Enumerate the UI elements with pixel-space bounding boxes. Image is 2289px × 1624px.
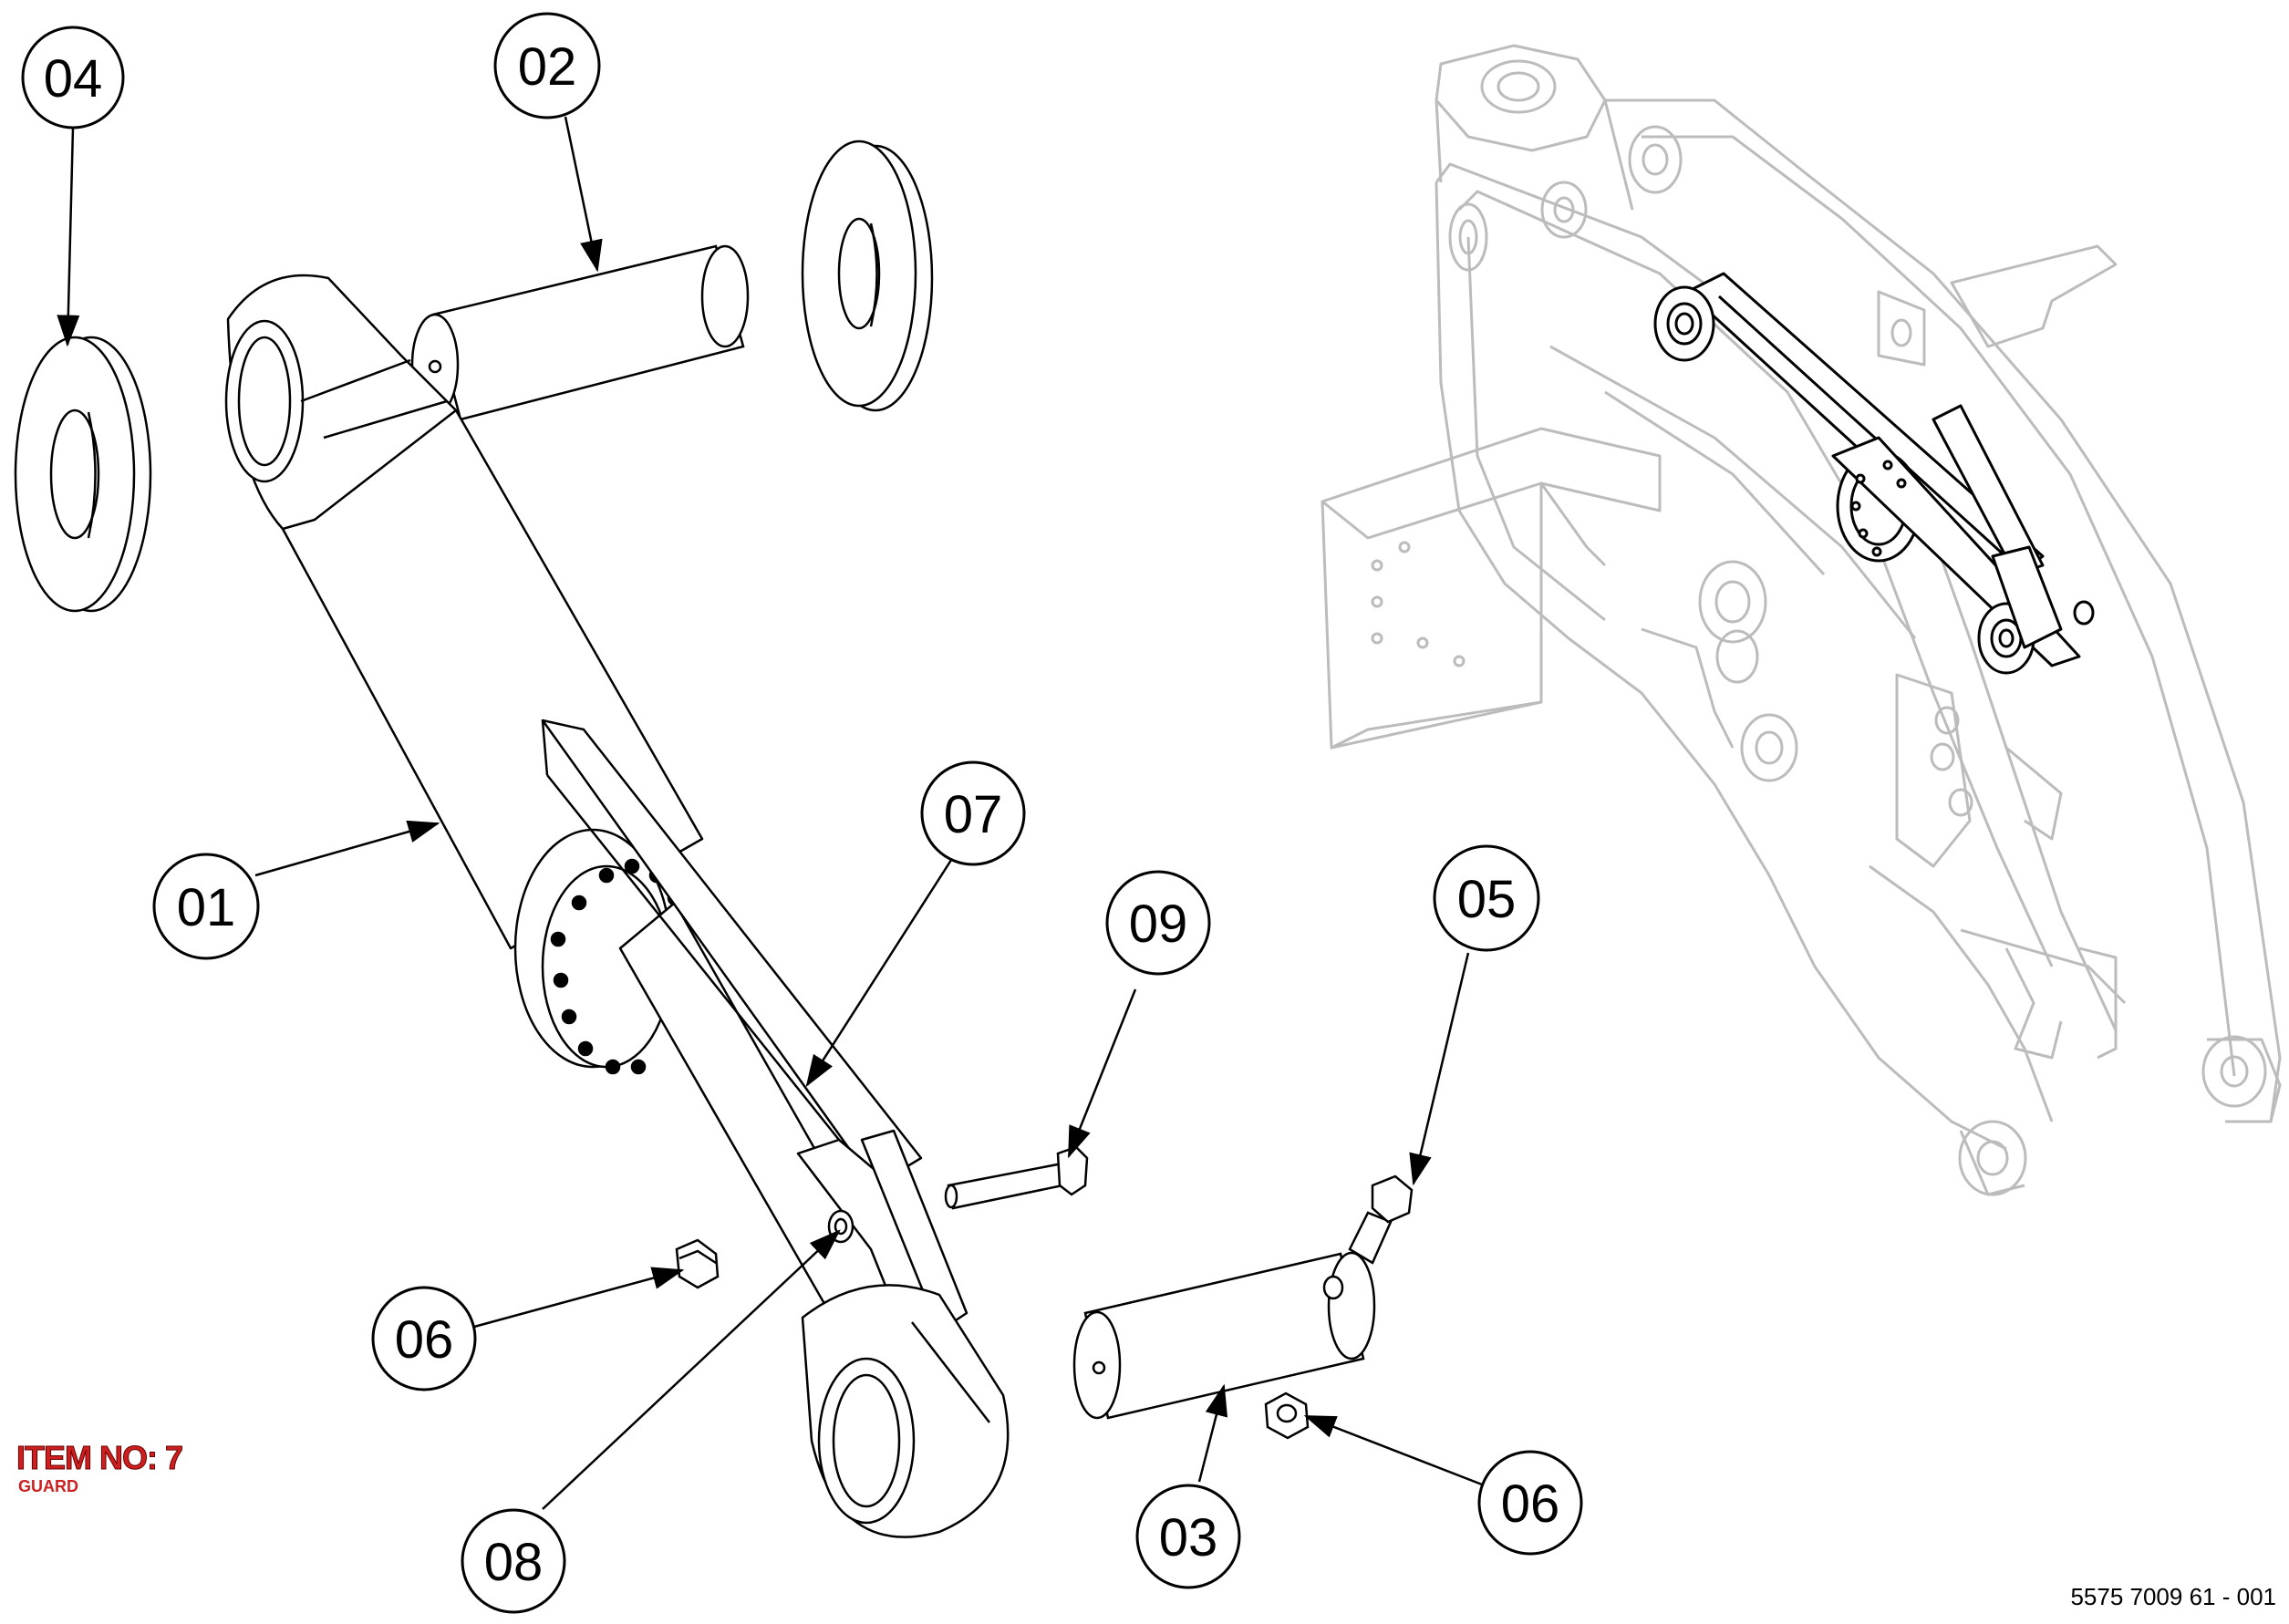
leader-08	[542, 1229, 841, 1510]
svg-text:09: 09	[1129, 895, 1188, 954]
callout-02[interactable]: 02	[493, 12, 601, 119]
part-05-grease-nipple	[1348, 1174, 1414, 1265]
callout-09[interactable]: 09	[1105, 870, 1211, 976]
callout-01[interactable]: 01	[152, 853, 260, 960]
callout-06-right[interactable]: 06	[1477, 1450, 1583, 1556]
machine-context-ghost	[1321, 44, 2282, 1196]
callout-06-left[interactable]: 06	[371, 1286, 477, 1391]
item-number-label: ITEM NO: 7	[16, 1439, 183, 1477]
callout-bubbles: 04 02 07 09 05 01 06 08	[21, 12, 1583, 1614]
installed-cylinder	[1653, 272, 2095, 675]
part-04-washer	[14, 336, 152, 613]
svg-text:06: 06	[1501, 1474, 1560, 1534]
svg-text:06: 06	[395, 1310, 454, 1370]
leader-05	[1409, 952, 1470, 1186]
leader-01	[254, 820, 440, 877]
leader-03	[1197, 1383, 1228, 1483]
svg-text:01: 01	[177, 878, 236, 937]
svg-text:05: 05	[1457, 870, 1517, 929]
part-04-washer-twin	[801, 140, 934, 412]
svg-text:08: 08	[484, 1533, 544, 1592]
leader-07	[805, 856, 955, 1088]
leader-06a	[473, 1267, 685, 1329]
part-06-nut-left	[675, 1238, 720, 1289]
part-03-pin	[1072, 1251, 1376, 1420]
leader-04	[57, 127, 80, 347]
part-02-pin	[410, 244, 750, 421]
svg-text:04: 04	[44, 49, 103, 109]
leader-lines	[57, 116, 1483, 1510]
part-06-nut-right	[1264, 1391, 1310, 1440]
svg-text:02: 02	[518, 37, 577, 97]
callout-07[interactable]: 07	[920, 760, 1026, 866]
leader-06b	[1303, 1414, 1483, 1486]
callout-04[interactable]: 04	[21, 26, 125, 129]
leader-09	[1067, 988, 1137, 1159]
svg-text:03: 03	[1159, 1508, 1218, 1567]
leader-02	[564, 116, 603, 273]
callout-05[interactable]: 05	[1433, 844, 1540, 952]
item-name-label: GUARD	[18, 1477, 78, 1495]
part-09-bolt	[944, 1145, 1089, 1210]
document-number: 5575 7009 61 - 001	[2070, 1583, 2276, 1610]
callout-03[interactable]: 03	[1135, 1484, 1241, 1589]
part-01-hydraulic-cylinder	[224, 274, 1010, 1538]
svg-text:07: 07	[944, 785, 1003, 844]
callout-08[interactable]: 08	[461, 1508, 566, 1614]
